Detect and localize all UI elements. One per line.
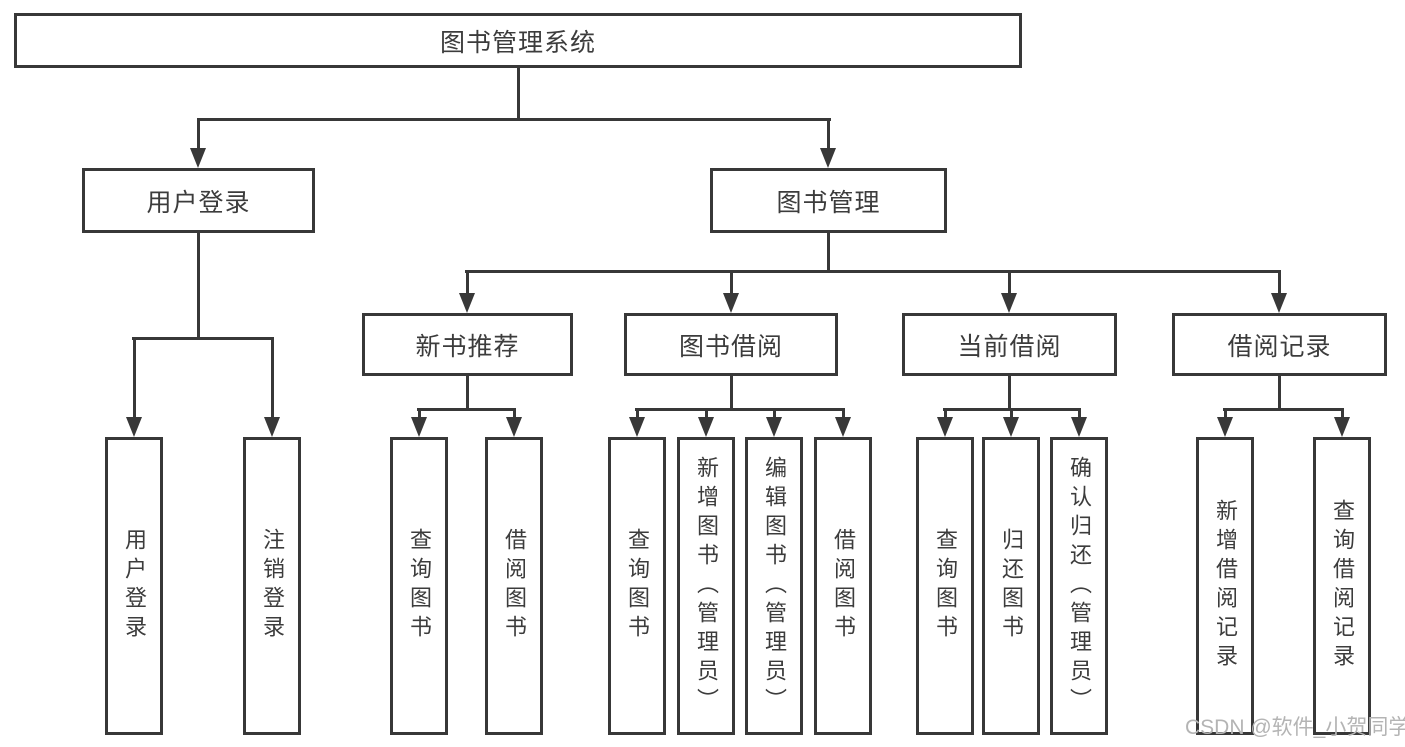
arrow-down-icon xyxy=(126,417,142,437)
leaf-user-login: 用户登录 xyxy=(105,437,163,735)
leaf-borrow-borrow-books: 借阅图书 xyxy=(814,437,872,735)
connector-line xyxy=(132,337,273,340)
leaf-records-add-borrow-record: 新增借阅记录 xyxy=(1196,437,1254,735)
node-label: 新书推荐 xyxy=(415,332,520,361)
connector-line xyxy=(417,408,516,411)
arrow-down-icon xyxy=(190,148,206,168)
arrow-down-icon xyxy=(1001,293,1017,313)
arrow-down-icon xyxy=(820,148,836,168)
node-label: 借阅图书 xyxy=(831,528,856,644)
connector-line xyxy=(1010,408,1013,418)
connector-line xyxy=(1008,376,1011,408)
node-label: 图书管理 xyxy=(776,188,881,217)
node-borrow-records: 借阅记录 xyxy=(1172,313,1387,376)
arrow-down-icon xyxy=(937,417,953,437)
connector-line xyxy=(730,270,733,294)
node-root: 图书管理系统 xyxy=(14,13,1022,68)
connector-line xyxy=(271,337,274,418)
arrow-down-icon xyxy=(766,417,782,437)
connector-line xyxy=(1278,376,1281,408)
node-user-login: 用户登录 xyxy=(82,168,315,233)
leaf-borrow-add-books-admin: 新增图书（管理员） xyxy=(677,437,735,735)
node-label: 编辑图书（管理员） xyxy=(762,455,787,717)
leaf-logout: 注销登录 xyxy=(243,437,301,735)
node-label: 查询借阅记录 xyxy=(1330,499,1355,673)
node-label: 归还图书 xyxy=(999,528,1024,644)
leaf-newbook-borrow-books: 借阅图书 xyxy=(485,437,543,735)
csdn-watermark: CSDN @软件_小贺同学 xyxy=(1185,716,1405,739)
connector-line xyxy=(1341,408,1344,418)
connector-line xyxy=(1008,270,1011,294)
node-label: 当前借阅 xyxy=(957,332,1062,361)
leaf-current-return-books: 归还图书 xyxy=(982,437,1040,735)
leaf-newbook-query-books: 查询图书 xyxy=(390,437,448,735)
connector-line xyxy=(133,337,136,418)
connector-line xyxy=(773,408,776,418)
connector-line xyxy=(466,376,469,408)
connector-line xyxy=(944,408,947,418)
connector-line xyxy=(705,408,708,418)
connector-line xyxy=(466,270,469,294)
leaf-borrow-query-books: 查询图书 xyxy=(608,437,666,735)
connector-line xyxy=(197,233,200,337)
arrow-down-icon xyxy=(698,417,714,437)
connector-line xyxy=(197,118,200,150)
connector-line xyxy=(418,408,421,418)
arrow-down-icon xyxy=(835,417,851,437)
leaf-current-confirm-return-admin: 确认归还（管理员） xyxy=(1050,437,1108,735)
leaf-records-query-borrow-record: 查询借阅记录 xyxy=(1313,437,1371,735)
connector-line xyxy=(1278,270,1281,294)
connector-line xyxy=(1223,408,1344,411)
node-label: 查询图书 xyxy=(933,528,958,644)
arrow-down-icon xyxy=(264,417,280,437)
node-book-management: 图书管理 xyxy=(710,168,947,233)
node-label: 用户登录 xyxy=(122,528,147,644)
node-label: 图书管理系统 xyxy=(439,28,596,57)
connector-line xyxy=(1224,408,1227,418)
connector-line xyxy=(730,376,733,408)
connector-line xyxy=(636,408,639,418)
node-current-borrow: 当前借阅 xyxy=(902,313,1117,376)
connector-line xyxy=(517,68,520,118)
node-label: 新增图书（管理员） xyxy=(694,455,719,717)
node-new-book-recommend: 新书推荐 xyxy=(362,313,573,376)
node-label: 新增借阅记录 xyxy=(1213,499,1238,673)
node-label: 图书借阅 xyxy=(678,332,783,361)
arrow-down-icon xyxy=(1334,417,1350,437)
node-label: 确认归还（管理员） xyxy=(1067,455,1092,717)
node-label: 查询图书 xyxy=(407,528,432,644)
connector-line xyxy=(842,408,845,418)
arrow-down-icon xyxy=(411,417,427,437)
arrow-down-icon xyxy=(723,293,739,313)
connector-line xyxy=(197,118,831,121)
connector-line xyxy=(635,408,845,411)
node-label: 借阅记录 xyxy=(1227,332,1332,361)
arrow-down-icon xyxy=(1071,417,1087,437)
connector-line xyxy=(465,270,1281,273)
arrow-down-icon xyxy=(459,293,475,313)
connector-line xyxy=(1078,408,1081,418)
node-label: 借阅图书 xyxy=(502,528,527,644)
connector-line xyxy=(513,408,516,418)
arrow-down-icon xyxy=(1271,293,1287,313)
node-label: 用户登录 xyxy=(146,188,251,217)
arrow-down-icon xyxy=(506,417,522,437)
connector-line xyxy=(827,118,830,150)
leaf-current-query-books: 查询图书 xyxy=(916,437,974,735)
node-book-borrow: 图书借阅 xyxy=(624,313,838,376)
connector-line xyxy=(827,233,830,270)
node-label: 查询图书 xyxy=(625,528,650,644)
arrow-down-icon xyxy=(1003,417,1019,437)
arrow-down-icon xyxy=(629,417,645,437)
arrow-down-icon xyxy=(1217,417,1233,437)
leaf-borrow-edit-books-admin: 编辑图书（管理员） xyxy=(745,437,803,735)
node-label: 注销登录 xyxy=(260,528,285,644)
